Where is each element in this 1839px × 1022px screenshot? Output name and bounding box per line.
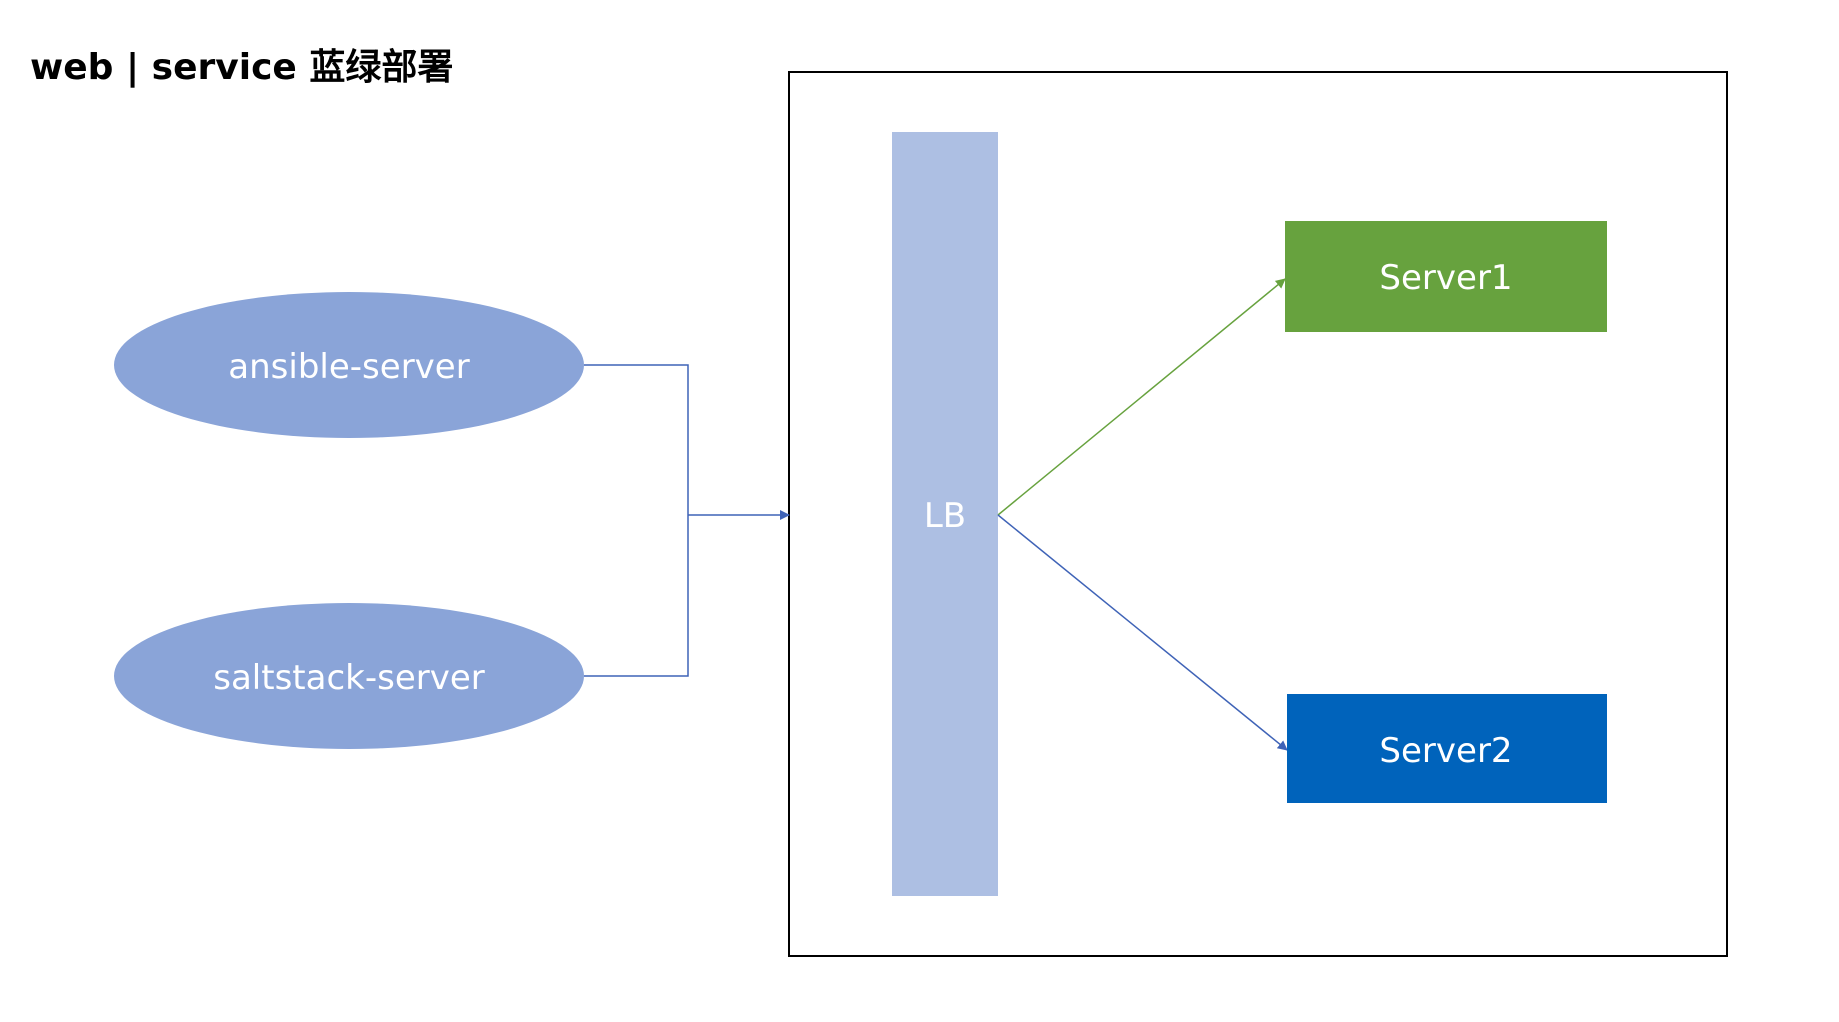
ansible-server-node[interactable]: ansible-server (114, 292, 584, 438)
lb-to-server1-arrow (997, 278, 1286, 516)
saltstack-to-frame-connector (584, 515, 689, 677)
server1-label: Server1 (1379, 258, 1512, 298)
ansible-to-frame-connector (584, 364, 689, 515)
diagram-title: web | service 蓝绿部署 (30, 47, 454, 88)
saltstack-server-node[interactable]: saltstack-server (114, 603, 584, 749)
server2-node[interactable]: Server2 (1287, 694, 1607, 803)
lb-label: LB (924, 496, 966, 536)
saltstack-server-label: saltstack-server (213, 658, 485, 698)
ansible-server-label: ansible-server (228, 347, 469, 387)
lb-node[interactable]: LB (892, 132, 998, 896)
server2-label: Server2 (1379, 731, 1512, 771)
server1-node[interactable]: Server1 (1285, 221, 1607, 332)
lb-to-server2-arrow (997, 514, 1288, 751)
